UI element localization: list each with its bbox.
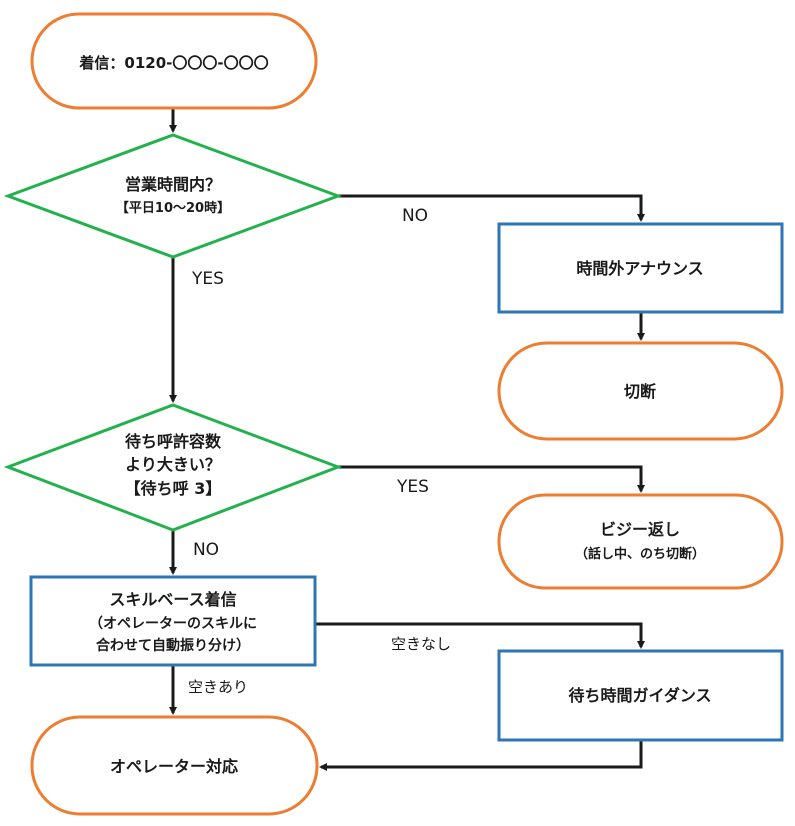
skill-routing-box (29, 575, 317, 667)
queue-check-line3: 【待ち呼 3】 (125, 479, 222, 498)
edge-label-no-2: NO (193, 540, 219, 560)
edge-label-yes-2: YES (396, 477, 429, 497)
after-hours-announce-box (497, 222, 784, 314)
disconnect-terminal (497, 341, 784, 441)
busy-back-line2: （話し中、のち切断） (575, 546, 705, 562)
operator-label: オペレーター対応 (110, 757, 238, 776)
incoming-call-terminal (30, 12, 318, 110)
wait-guidance-label: 待ち時間ガイダンス (568, 686, 711, 705)
business-hours-decision (3, 133, 343, 259)
business-hours-line1: 営業時間内？ (125, 175, 221, 194)
after-hours-announce-label: 時間外アナウンス (576, 259, 703, 278)
queue-check-line1: 待ち呼許容数 (125, 432, 222, 451)
wait-guidance-box (497, 649, 784, 742)
edge-label-unavailable: 空きなし (391, 635, 451, 653)
busy-back-line1: ビジー返し (600, 520, 680, 539)
edge-skill-unavailable (315, 622, 645, 649)
queue-check-decision (3, 403, 343, 532)
edge-label-available: 空きあり (188, 678, 248, 696)
operator-terminal (30, 715, 319, 816)
edge-label-no-1: NO (402, 206, 428, 226)
edge-label-yes-1: YES (191, 269, 224, 289)
disconnect-label: 切断 (624, 382, 656, 401)
business-hours-line2: 【平日10～20時】 (116, 200, 230, 216)
busy-back-terminal (497, 493, 784, 590)
incoming-call-label: 着信：0120-〇〇〇-〇〇〇 (78, 54, 268, 72)
edge-hours-no (338, 194, 645, 222)
skill-routing-line3: 合わせて自動振り分け） (96, 637, 250, 654)
edge-queue-yes (338, 465, 645, 493)
edge-guidance-to-operator (319, 740, 643, 771)
skill-routing-line1: スキルベース着信 (109, 590, 236, 609)
queue-check-line2: より大きい？ (125, 455, 221, 474)
skill-routing-line2: （オペレーターのスキルに (89, 616, 257, 632)
